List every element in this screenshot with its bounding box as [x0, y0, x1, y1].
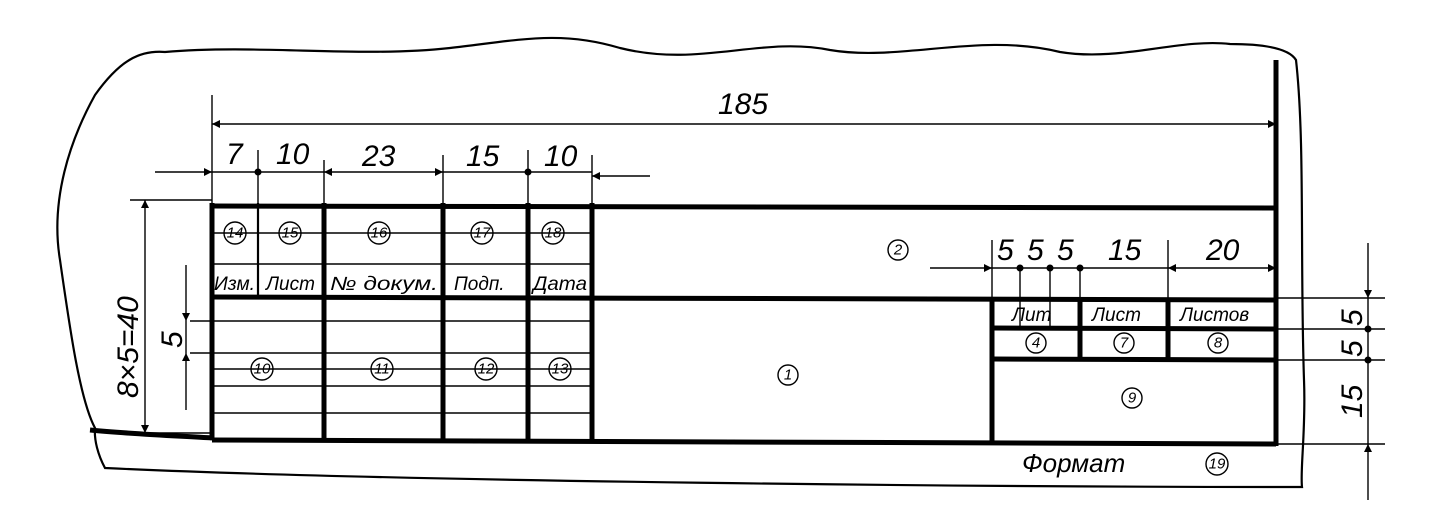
svg-text:15: 15 [282, 225, 299, 242]
dim-15a: 15 [466, 140, 500, 173]
paper-outline [56, 36, 1306, 489]
svg-text:18: 18 [545, 225, 562, 242]
header-podp: Подп. [454, 274, 505, 295]
dim-dot-4 [1046, 264, 1054, 272]
field-18: 18 [541, 221, 565, 245]
field-16: 16 [367, 221, 391, 245]
dim-15-right: 15 [1336, 384, 1369, 418]
svg-text:1: 1 [784, 367, 792, 384]
dim-5-right2: 5 [1336, 340, 1369, 357]
svg-text:2: 2 [893, 242, 903, 259]
dim-5b: 5 [1027, 234, 1044, 267]
svg-text:19: 19 [1209, 456, 1226, 473]
svg-text:17: 17 [474, 225, 491, 242]
dim-dot-r1 [1364, 325, 1372, 333]
header-lit: Лит [1010, 305, 1051, 326]
svg-text:16: 16 [371, 225, 388, 242]
header-data: Дата [531, 274, 587, 295]
svg-text:11: 11 [374, 361, 390, 378]
dim-15b: 15 [1108, 234, 1142, 267]
dim-23: 23 [361, 140, 396, 173]
dim-dot-r2 [1364, 356, 1372, 364]
field-2: 2 [887, 239, 909, 261]
dim-dot-2 [524, 168, 532, 176]
field-4: 4 [1025, 332, 1047, 354]
top-line [211, 203, 1277, 211]
svg-text:8: 8 [1214, 335, 1223, 352]
dim-8x5-40: 8×5=40 [112, 296, 145, 398]
dim-185: 185 [718, 88, 768, 121]
header-line [211, 294, 1277, 303]
right-line-1 [991, 325, 1277, 332]
dim-dot-3 [1016, 264, 1024, 272]
svg-text:4: 4 [1032, 335, 1040, 352]
dim-5-left: 5 [156, 331, 189, 348]
field-13: 13 [548, 357, 572, 381]
field-9: 9 [1121, 387, 1143, 409]
dim-5c: 5 [1057, 234, 1074, 267]
header-listov: Листов [1178, 305, 1249, 326]
right-line-2 [991, 356, 1277, 363]
field-12: 12 [474, 357, 498, 381]
dim-7: 7 [226, 138, 244, 171]
svg-text:12: 12 [478, 361, 495, 378]
header-izm: Изм. [214, 274, 255, 295]
svg-text:13: 13 [552, 361, 569, 378]
field-15: 15 [278, 221, 302, 245]
field-10: 10 [250, 357, 274, 381]
dim-20: 20 [1205, 234, 1240, 267]
svg-text:14: 14 [227, 225, 244, 242]
header-dokum: № докум. [330, 274, 438, 295]
svg-text:10: 10 [254, 361, 271, 378]
header-list: Лист [264, 274, 315, 295]
dim-5a: 5 [997, 234, 1014, 267]
svg-text:7: 7 [1120, 335, 1129, 352]
frame-bottom-edge [211, 437, 1277, 447]
dim-dot-5 [1076, 264, 1084, 272]
header-format: Формат [1022, 448, 1125, 478]
field-17: 17 [470, 221, 494, 245]
sheet-bottom-edge [89, 427, 213, 441]
field-14: 14 [223, 221, 247, 245]
field-8: 8 [1207, 332, 1229, 354]
dim-10b: 10 [544, 140, 578, 173]
svg-text:9: 9 [1128, 390, 1137, 407]
dim-10a: 10 [276, 138, 310, 171]
field-19: 19 [1205, 452, 1229, 476]
field-7: 7 [1113, 332, 1135, 354]
dim-dot-1 [254, 168, 262, 176]
field-1: 1 [777, 364, 799, 386]
header-list2: Лист [1090, 305, 1141, 326]
field-11: 11 [370, 357, 394, 381]
dim-5-right1: 5 [1336, 309, 1369, 326]
